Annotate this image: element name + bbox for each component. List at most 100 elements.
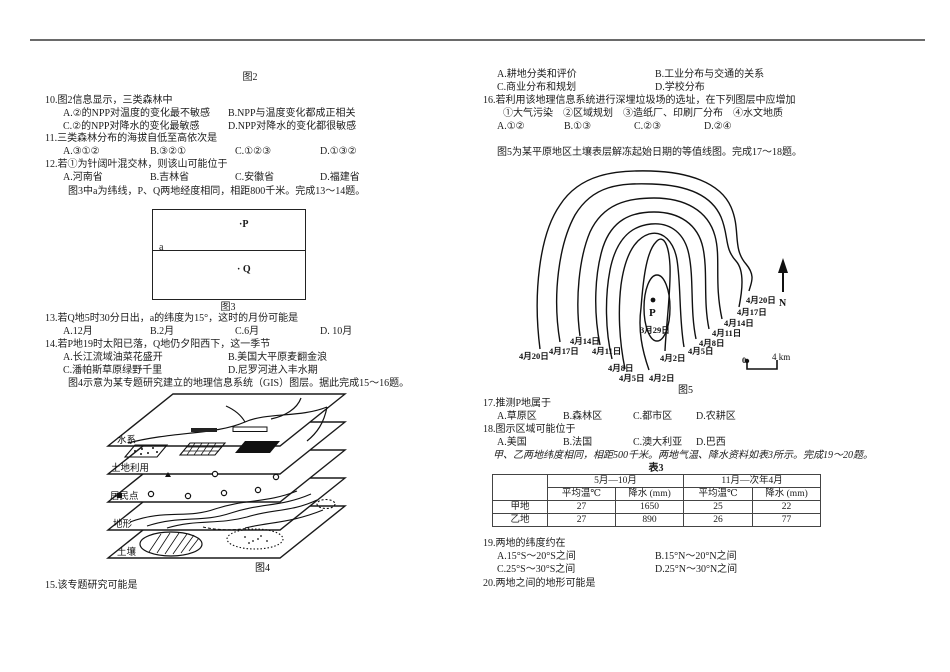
figure3-intro: 图3中a为纬线，P、Q两地经度相同，相距800千米。完成13～14题。	[68, 186, 366, 197]
figure5-intro: 图5为某平原地区土壤表层解冻起始日期的等值线图。完成17～18题。	[497, 147, 802, 158]
figure3-caption: 图3	[220, 302, 236, 313]
scale-end-label: 4 km	[772, 352, 790, 362]
isolines	[536, 170, 753, 371]
isoline-label-right-apr11: 4月11日	[712, 328, 741, 338]
isoline-label-left-apr14: 4月14日	[570, 336, 600, 346]
q10-option-d: D.NPP对降水的变化都很敏感	[228, 121, 357, 132]
q11-option-b: B.③②①	[150, 146, 187, 157]
page-top-rule	[30, 39, 925, 41]
layer-label-settlement: 居民点	[110, 491, 139, 502]
q16-option-a: A.①②	[497, 121, 525, 132]
row-jia-temp1: 27	[547, 500, 616, 514]
q13-stem: 13.若Q地5时30分日出，a的纬度为15°，这时的月份可能是	[45, 313, 299, 324]
q11-option-a: A.③①②	[63, 146, 100, 157]
table3: 5月—10月 11月—次年4月 平均温℃ 降水 (mm) 平均温℃ 降水 (mm…	[492, 474, 822, 527]
latitude-line-a	[153, 250, 305, 251]
q19-option-a: A.15°S～20°S之间	[497, 551, 576, 562]
river-network	[127, 397, 328, 444]
isoline-mar29	[643, 274, 671, 342]
q18-option-b: B.法国	[563, 437, 593, 448]
q17-option-a: A.草原区	[497, 411, 537, 422]
row-yi-name: 乙地	[492, 513, 548, 527]
question-17: 17.推测P地属于 A.草原区 B.森林区 C.都市区 D.农耕区	[483, 397, 928, 423]
table3-subheader-precip2: 降水 (mm)	[752, 487, 822, 501]
layer-label-water: 水系	[117, 434, 136, 446]
isoline-label-left-apr2: 4月2日	[649, 373, 675, 383]
q10-options-row2: C.②的NPP对降水的变化最敏感 D.NPP对降水的变化都很敏感	[45, 120, 465, 133]
q14-stem: 14.若P地19时太阳已落，Q地仍夕阳西下，这一季节	[45, 339, 271, 350]
question-19: 19.两地的纬度约在 A.15°S～20°S之间 B.15°N～20°N之间 C.…	[483, 537, 928, 576]
q18-option-d: D.巴西	[696, 437, 726, 448]
point-p-label: P	[649, 307, 656, 319]
q15-stem: 15.该专题研究可能是	[45, 580, 138, 591]
q10-stem: 10.图2信息显示，三类森林中	[45, 95, 173, 106]
q19-option-c: C.25°S～30°S之间	[497, 564, 576, 575]
layer-label-terrain: 地形	[113, 518, 133, 530]
q17-option-b: B.森林区	[563, 411, 603, 422]
row-yi-temp1: 27	[547, 513, 616, 527]
isoline-label-right-apr5: 4月5日	[688, 346, 714, 356]
table3-period-nov-apr: 11月—次年4月	[683, 474, 822, 488]
row-yi-precip2: 77	[752, 513, 822, 527]
point-p: ·P	[239, 219, 249, 230]
row-yi-precip1: 890	[614, 513, 685, 527]
point-q: · Q	[237, 264, 251, 275]
row-jia-precip2: 22	[752, 500, 822, 514]
q19-options-row1: A.15°S～20°S之间 B.15°N～20°N之间	[483, 550, 928, 563]
q11-option-c: C.①②③	[235, 146, 272, 157]
figure4-gis-layers-diagram: 水系 土地利用 居民点 地形 土壤 图4	[106, 393, 347, 574]
isoline-label-left-apr8: 4月8日	[608, 363, 634, 373]
q16-option-b: B.①③	[564, 121, 592, 132]
q17-option-c: C.都市区	[633, 411, 673, 422]
question-13: 13.若Q地5时30分日出，a的纬度为15°，这时的月份可能是 A.12月 B.2…	[45, 312, 465, 338]
row-jia-temp2: 25	[683, 500, 754, 514]
landuse-patches	[123, 426, 280, 458]
q10-option-c: C.②的NPP对降水的变化最敏感	[63, 121, 200, 132]
q13-option-c: C.6月	[235, 326, 260, 337]
question-16: 16.若利用该地理信息系统进行深埋垃圾场的选址，在下列图层中应增加 ①大气污染 …	[483, 94, 928, 133]
q17-option-d: D.农耕区	[696, 411, 736, 422]
soil-blobs	[139, 528, 284, 557]
isoline-label-right-apr2: 4月2日	[660, 353, 686, 363]
figure4-intro: 图4示意为某专题研究建立的地理信息系统（GIS）图层。据此完成15～16题。	[68, 378, 410, 389]
q19-stem: 19.两地的纬度约在	[483, 538, 566, 549]
table3-subheader-temp1: 平均温℃	[547, 487, 616, 501]
row-jia-name: 甲地	[492, 500, 548, 514]
q14-option-d: D.尼罗河进入丰水期	[228, 365, 318, 376]
north-label: N	[779, 298, 787, 309]
q19-option-b: B.15°N～20°N之间	[655, 551, 737, 562]
q18-stem: 18.图示区域可能位于	[483, 424, 576, 435]
north-arrow-icon	[778, 258, 788, 292]
isoline-label-left-apr5: 4月5日	[619, 373, 645, 383]
q13-option-b: B.2月	[150, 326, 175, 337]
q17-stem: 17.推测P地属于	[483, 398, 552, 409]
q19-options-row2: C.25°S～30°S之间 D.25°N～30°N之间	[483, 563, 928, 576]
table3-intro: 甲、乙两地纬度相同，相距500千米。两地气温、降水资料如表3所示。完成19～20…	[493, 450, 873, 461]
q15-option-b: B.工业分布与交通的关系	[655, 69, 765, 80]
layer-label-landuse: 土地利用	[111, 462, 149, 474]
isoline-label-right-apr20: 4月20日	[746, 295, 776, 305]
q14-option-a: A.长江流域油菜花盛开	[63, 352, 163, 363]
figure5-caption: 图5	[678, 384, 693, 396]
isoline-label-right-apr8: 4月8日	[699, 338, 725, 348]
q12-stem: 12.若①为针阔叶混交林，则该山可能位于	[45, 159, 228, 170]
table3-subheader-precip1: 降水 (mm)	[614, 487, 685, 501]
q19-option-d: D.25°N～30°N之间	[655, 564, 738, 575]
q10-option-b: B.NPP与温度变化都成正相关	[228, 108, 356, 119]
q13-option-a: A.12月	[63, 326, 93, 337]
isoline-label-left-apr11: 4月11日	[592, 346, 621, 356]
q11-stem: 11.三类森林分布的海拔自低至高依次是	[45, 133, 218, 144]
q15-option-a: A.耕地分类和评价	[497, 69, 577, 80]
q15-option-c: C.商业分布和规划	[497, 82, 577, 93]
scale-bar: 0 4 km	[742, 352, 790, 370]
q15-option-d: D.学校分布	[655, 82, 705, 93]
